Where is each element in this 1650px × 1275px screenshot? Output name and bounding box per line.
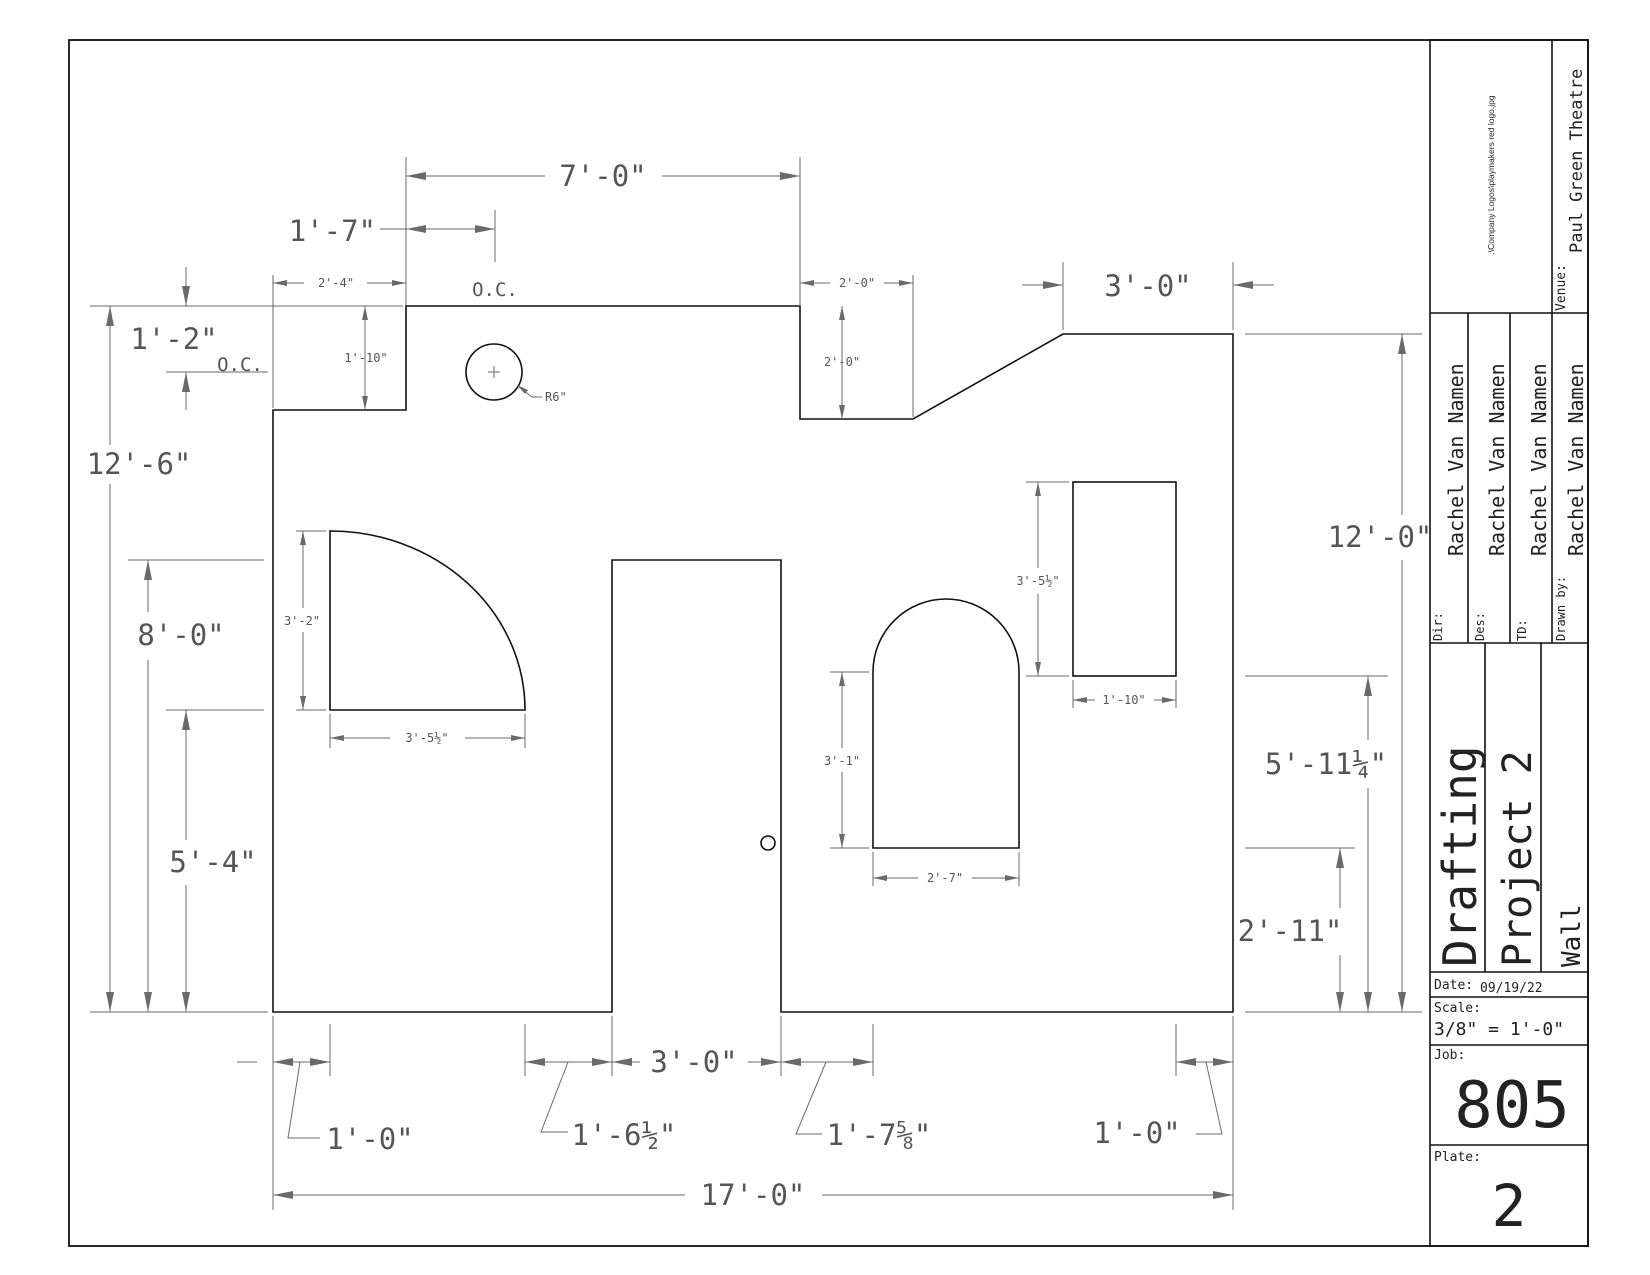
job-number: 805: [1454, 1069, 1570, 1143]
dir-name: Rachel Van Namen: [1444, 363, 1468, 556]
dim-left-8-0: 8'-0": [137, 618, 224, 652]
logo-image-placeholder: .\Company Logos\playmakers red logo.jpg: [1486, 95, 1496, 254]
drawing-title-line1: Drafting: [1433, 745, 1487, 967]
dim-top-1-7: 1'-7": [289, 214, 376, 248]
dim-bottom-1-0-right: 1'-0": [1093, 1116, 1180, 1150]
dim-rect-width: 1'-10": [1102, 693, 1145, 707]
scale-value: 3/8" = 1'-0": [1434, 1019, 1564, 1040]
drawing-subtitle: Wall: [1557, 904, 1587, 967]
bolt-hole: [465, 343, 523, 401]
dim-right-5-11: 5'-11¼": [1265, 747, 1387, 781]
dim-notch-2-0: 2'-0": [824, 355, 860, 369]
title-block: .\Company Logos\playmakers red logo.jpg …: [1429, 39, 1589, 1247]
plate-label: Plate:: [1434, 1150, 1481, 1165]
door-knob: [760, 835, 776, 851]
td-label: TD:: [1515, 619, 1529, 641]
dim-arch-height: 3'-1": [824, 754, 860, 768]
arched-window: [872, 598, 1020, 849]
dim-hole-radius: R6": [545, 390, 567, 404]
td-name: Rachel Van Namen: [1527, 363, 1551, 556]
dim-bottom-1-6: 1'-6½": [572, 1118, 677, 1152]
dim-top-2-4: 2'-4": [318, 276, 354, 290]
dimension-labels: 7'-0" 1'-7" 2'-4" O.C. 2'-0" 3'-0" 1'-2"…: [87, 159, 1433, 1212]
scale-label: Scale:: [1434, 1001, 1481, 1016]
dim-top-3-0: 3'-0": [1104, 269, 1191, 303]
dim-quarter-height: 3'-2": [284, 614, 320, 628]
date-label: Date:: [1434, 978, 1473, 993]
wall-elevation: [272, 305, 1234, 1013]
rectangular-window: [1072, 481, 1177, 677]
dir-label: Dir:: [1431, 612, 1445, 641]
dim-quarter-width: 3'-5½": [405, 731, 448, 745]
dim-top-7-0: 7'-0": [559, 159, 646, 193]
drawn-by-name: Rachel Van Namen: [1564, 363, 1588, 556]
dim-bottom-17-0: 17'-0": [701, 1178, 806, 1212]
dim-left-12-6: 12'-6": [87, 447, 192, 481]
dim-arch-width: 2'-7": [927, 871, 963, 885]
date-value: 09/19/22: [1480, 981, 1543, 996]
dim-top-oc: O.C.: [472, 279, 518, 301]
dim-step-1-10: 1'-10": [344, 351, 387, 365]
dimension-lines: [90, 157, 1422, 1210]
dim-right-12-0: 12'-0": [1328, 520, 1433, 554]
dim-right-2-11: 2'-11": [1238, 914, 1343, 948]
dim-rect-height: 3'-5½": [1016, 574, 1059, 588]
dim-left-oc: O.C.: [217, 354, 263, 376]
dim-bottom-1-7: 1'-7⅝": [827, 1118, 932, 1152]
venue-name: Paul Green Theatre: [1567, 69, 1587, 253]
des-label: Des:: [1473, 612, 1487, 641]
dim-left-5-4: 5'-4": [169, 845, 256, 879]
des-name: Rachel Van Namen: [1485, 363, 1509, 556]
drawing-title-line2: Project 2: [1495, 750, 1541, 967]
venue-label: Venue:: [1554, 264, 1569, 311]
dim-left-1-2: 1'-2": [130, 322, 217, 356]
wall-outline: [272, 305, 1234, 1013]
job-label: Job:: [1434, 1048, 1465, 1063]
quarter-circle-window: [329, 530, 526, 711]
plate-number: 2: [1492, 1172, 1527, 1240]
dim-bottom-3-0: 3'-0": [650, 1045, 737, 1079]
drawn-by-label: Drawn by:: [1554, 576, 1568, 641]
dim-bottom-1-0-left: 1'-0": [326, 1122, 413, 1156]
dim-top-2-0: 2'-0": [839, 276, 875, 290]
